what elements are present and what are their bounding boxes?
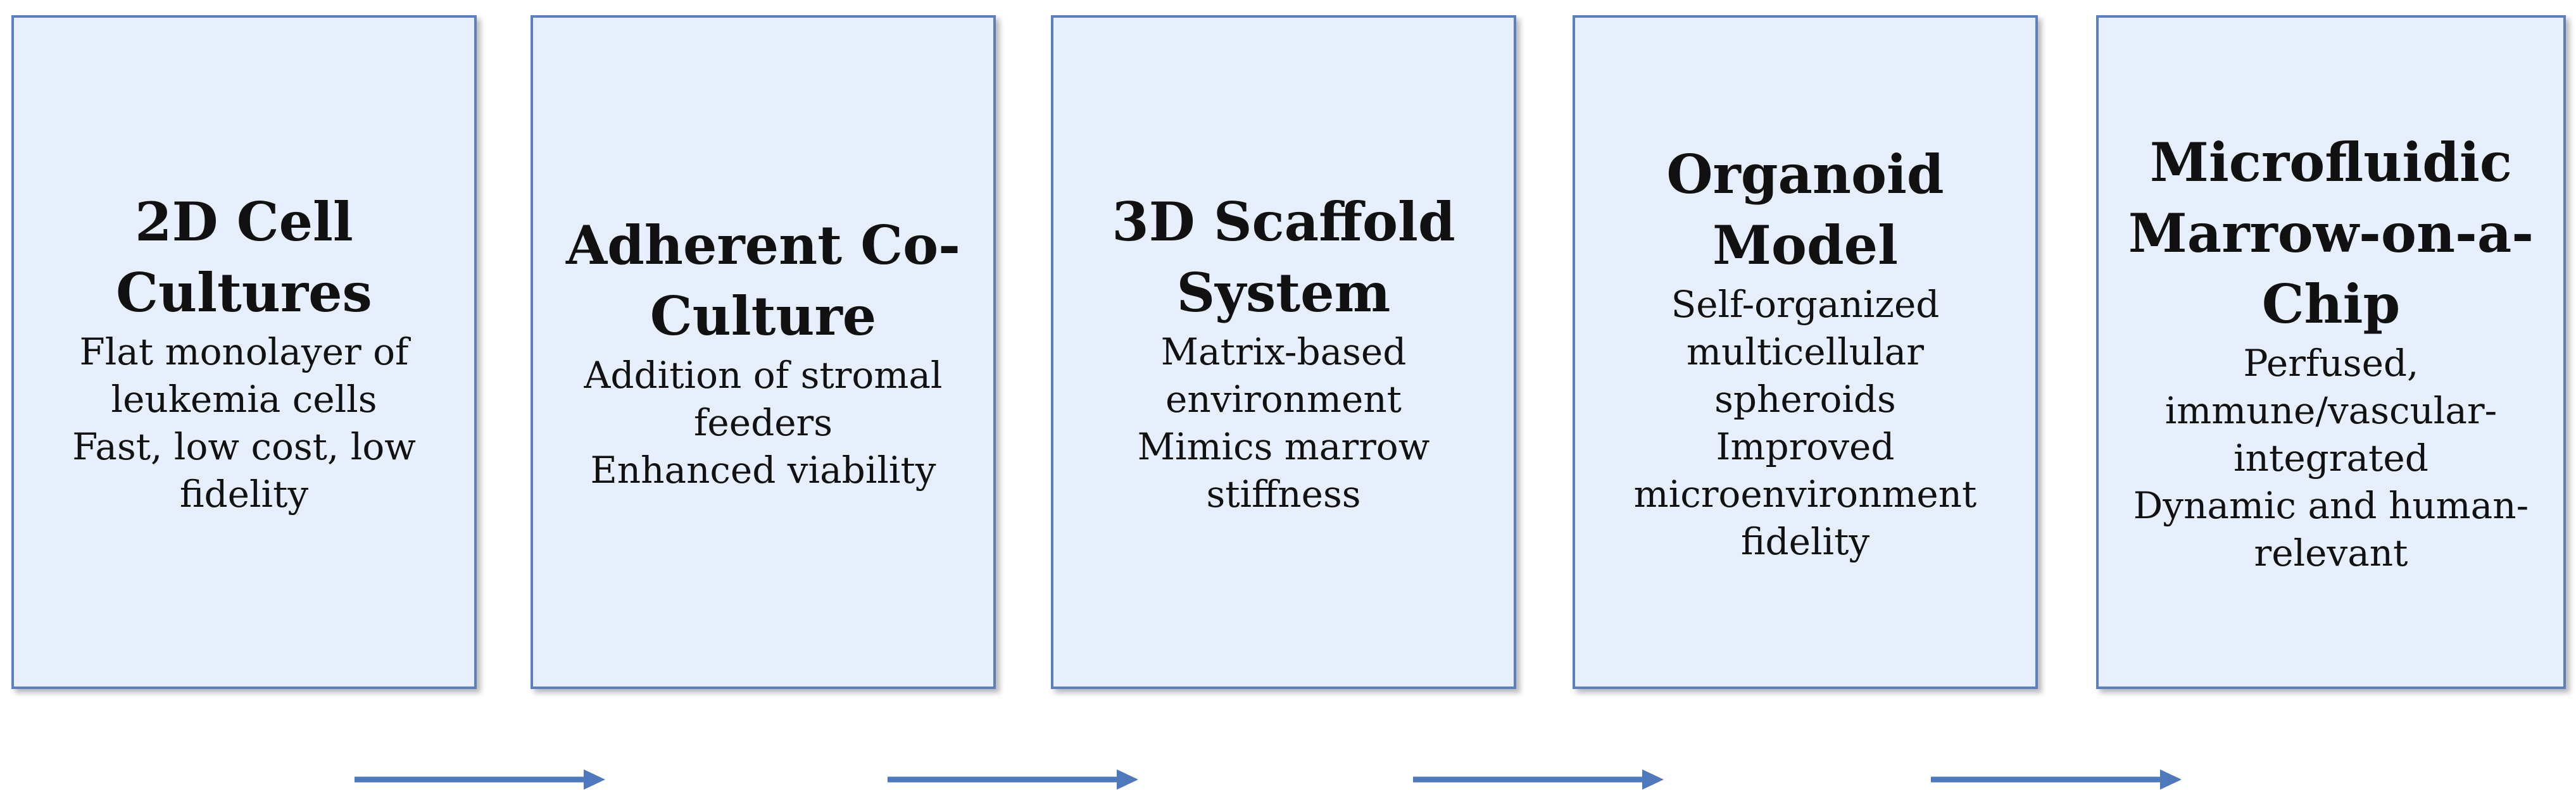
stage-box-2d-cell-cultures: 2D Cell Cultures Flat monolayer of leuke…	[11, 15, 477, 689]
stage-title: 3D Scaffold	[1112, 190, 1455, 253]
stage-box-microfluidic-marrow-on-a-chip: Microfluidic Marrow-on-a- Chip Perfused,…	[2096, 15, 2566, 689]
stage-detail: fidelity	[179, 472, 309, 516]
stage-title: Adherent Co-	[566, 214, 960, 277]
stage-detail: environment	[1165, 377, 1402, 421]
stage-box-adherent-co-culture: Adherent Co- Culture Addition of stromal…	[531, 15, 996, 689]
stage-detail: fidelity	[1740, 519, 1870, 563]
stage-detail: immune/vascular-	[2164, 389, 2497, 432]
stage-box-organoid-model: Organoid Model Self-organized multicellu…	[1573, 15, 2038, 689]
stage-detail: Addition of stromal	[584, 354, 943, 397]
stage-detail: microenvironment	[1633, 472, 1977, 516]
stage-detail: Matrix-based	[1160, 330, 1407, 373]
stage-detail: relevant	[2254, 531, 2408, 575]
stage-title: Microfluidic	[2149, 131, 2513, 194]
arrow-icon-4	[1931, 769, 2182, 790]
stage-detail: Perfused,	[2243, 342, 2419, 385]
arrow-icon-2	[888, 769, 1138, 790]
stage-title: Cultures	[116, 261, 372, 324]
stage-detail: stiffness	[1206, 472, 1361, 516]
stage-title: Chip	[2261, 273, 2401, 335]
stage-detail: multicellular spheroids	[1687, 330, 1924, 421]
stage-box-3d-scaffold-system: 3D Scaffold System Matrix-based environm…	[1051, 15, 1516, 689]
stage-detail: Improved	[1716, 425, 1895, 468]
arrow-icon-1	[355, 769, 605, 790]
stage-detail: Dynamic and human-	[2133, 484, 2529, 527]
stage-detail: Enhanced viability	[590, 449, 936, 492]
stage-title: Marrow-on-a-	[2128, 202, 2534, 264]
stage-title: System	[1176, 261, 1391, 324]
stage-detail: Self-organized	[1671, 282, 1940, 326]
stage-title: Organoid	[1666, 142, 1944, 206]
stage-detail: integrated	[2234, 437, 2428, 480]
stage-detail: Fast, low cost, low	[72, 425, 416, 468]
stage-title: Culture	[650, 285, 877, 347]
stage-detail: Flat monolayer of	[79, 330, 409, 373]
stage-title: 2D Cell	[135, 190, 353, 253]
stage-detail: feeders	[693, 401, 833, 444]
stage-detail: leukemia cells	[111, 377, 377, 421]
stage-detail: Mimics marrow	[1137, 425, 1430, 468]
stage-title: Model	[1712, 213, 1899, 277]
arrow-icon-3	[1413, 769, 1664, 790]
